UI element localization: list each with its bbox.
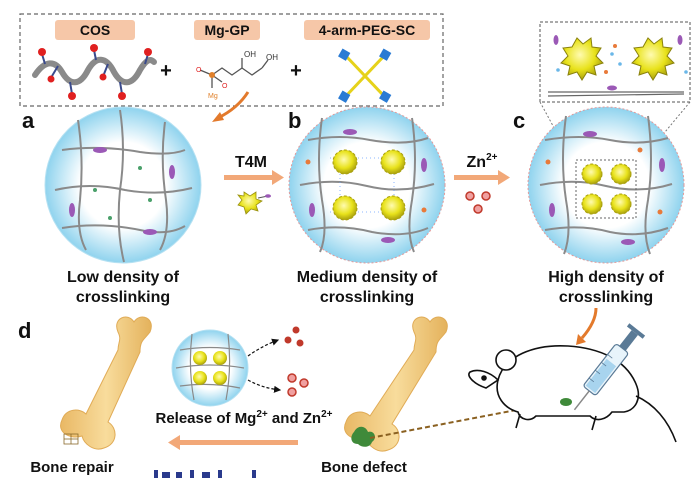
cos-label-box xyxy=(55,20,135,40)
defect-to-repair-arrow xyxy=(180,440,298,445)
gel-to-syringe-head xyxy=(576,334,586,345)
defect-to-repair-head xyxy=(168,435,180,450)
mggp-label: Mg-GP xyxy=(204,22,249,38)
arrow-b-to-c xyxy=(454,175,498,180)
mggp-molecule-icon: OH OH Mg O O xyxy=(196,50,278,100)
caption-high-line1: High density of xyxy=(548,269,664,286)
panel-d-label: d xyxy=(18,318,31,343)
arrow-b-to-c-head xyxy=(498,170,510,185)
release-label: Release of Mg2+ and Zn2+ xyxy=(155,409,332,427)
gel-to-syringe-arrow xyxy=(580,307,598,339)
mouse-illustration xyxy=(468,345,677,443)
syringe-icon xyxy=(573,323,646,411)
legend-arrow-head xyxy=(212,112,224,122)
svg-text:O: O xyxy=(222,83,228,90)
bone-defect xyxy=(344,316,448,452)
bone-defect-label: Bone defect xyxy=(321,459,407,476)
components-legend: COS + Mg-GP OH xyxy=(19,13,444,107)
panel-b-label: b xyxy=(288,108,301,133)
svg-text:O: O xyxy=(196,67,202,74)
zoom-inset xyxy=(539,21,691,103)
gel-low-density xyxy=(44,106,202,264)
mouse-injection-site xyxy=(560,398,572,406)
svg-text:OH: OH xyxy=(266,53,278,62)
panel-a-label: a xyxy=(22,108,35,133)
cropped-text-fragment xyxy=(154,470,256,478)
arrow-t4m-label: T4M xyxy=(235,154,267,171)
gel-release xyxy=(171,329,249,407)
cos-label: COS xyxy=(80,22,110,38)
defect-site xyxy=(351,426,375,447)
caption-low-line1: Low density of xyxy=(67,269,180,286)
release-arrows xyxy=(247,338,282,393)
bone-repair-label: Bone repair xyxy=(30,459,114,476)
plus-sign-1: + xyxy=(160,60,172,82)
arrow-zn-label: Zn2+ xyxy=(467,152,498,171)
peg-label: 4-arm-PEG-SC xyxy=(319,22,415,38)
caption-medium-line2: crosslinking xyxy=(320,289,414,306)
peg-crosslinker-icon xyxy=(338,48,392,103)
svg-text:Mg: Mg xyxy=(208,93,218,100)
mggp-label-box xyxy=(194,20,260,40)
panel-c-label: c xyxy=(513,108,525,133)
mg-ions-icon xyxy=(284,326,304,347)
caption-medium-line1: Medium density of xyxy=(297,269,438,286)
gel-high-density xyxy=(527,106,685,264)
bone-repaired xyxy=(60,316,152,450)
legend-to-gel-arrow xyxy=(217,91,250,120)
svg-text:OH: OH xyxy=(244,50,256,59)
t4m-nanoparticle-icon xyxy=(237,191,271,215)
arrow-a-to-b xyxy=(224,175,272,180)
gel-medium-density xyxy=(288,106,446,264)
nanoparticles-c xyxy=(581,163,632,215)
nanoparticles-b xyxy=(332,149,406,221)
caption-low-line2: crosslinking xyxy=(76,289,170,306)
arrow-a-to-b-head xyxy=(272,170,284,185)
plus-sign-2: + xyxy=(290,60,302,82)
caption-high-line2: crosslinking xyxy=(559,289,653,306)
zn-ions-released-icon xyxy=(287,373,309,397)
zn-ions-icon xyxy=(465,191,491,214)
peg-label-box xyxy=(304,20,430,40)
cos-chain-icon xyxy=(32,44,157,100)
